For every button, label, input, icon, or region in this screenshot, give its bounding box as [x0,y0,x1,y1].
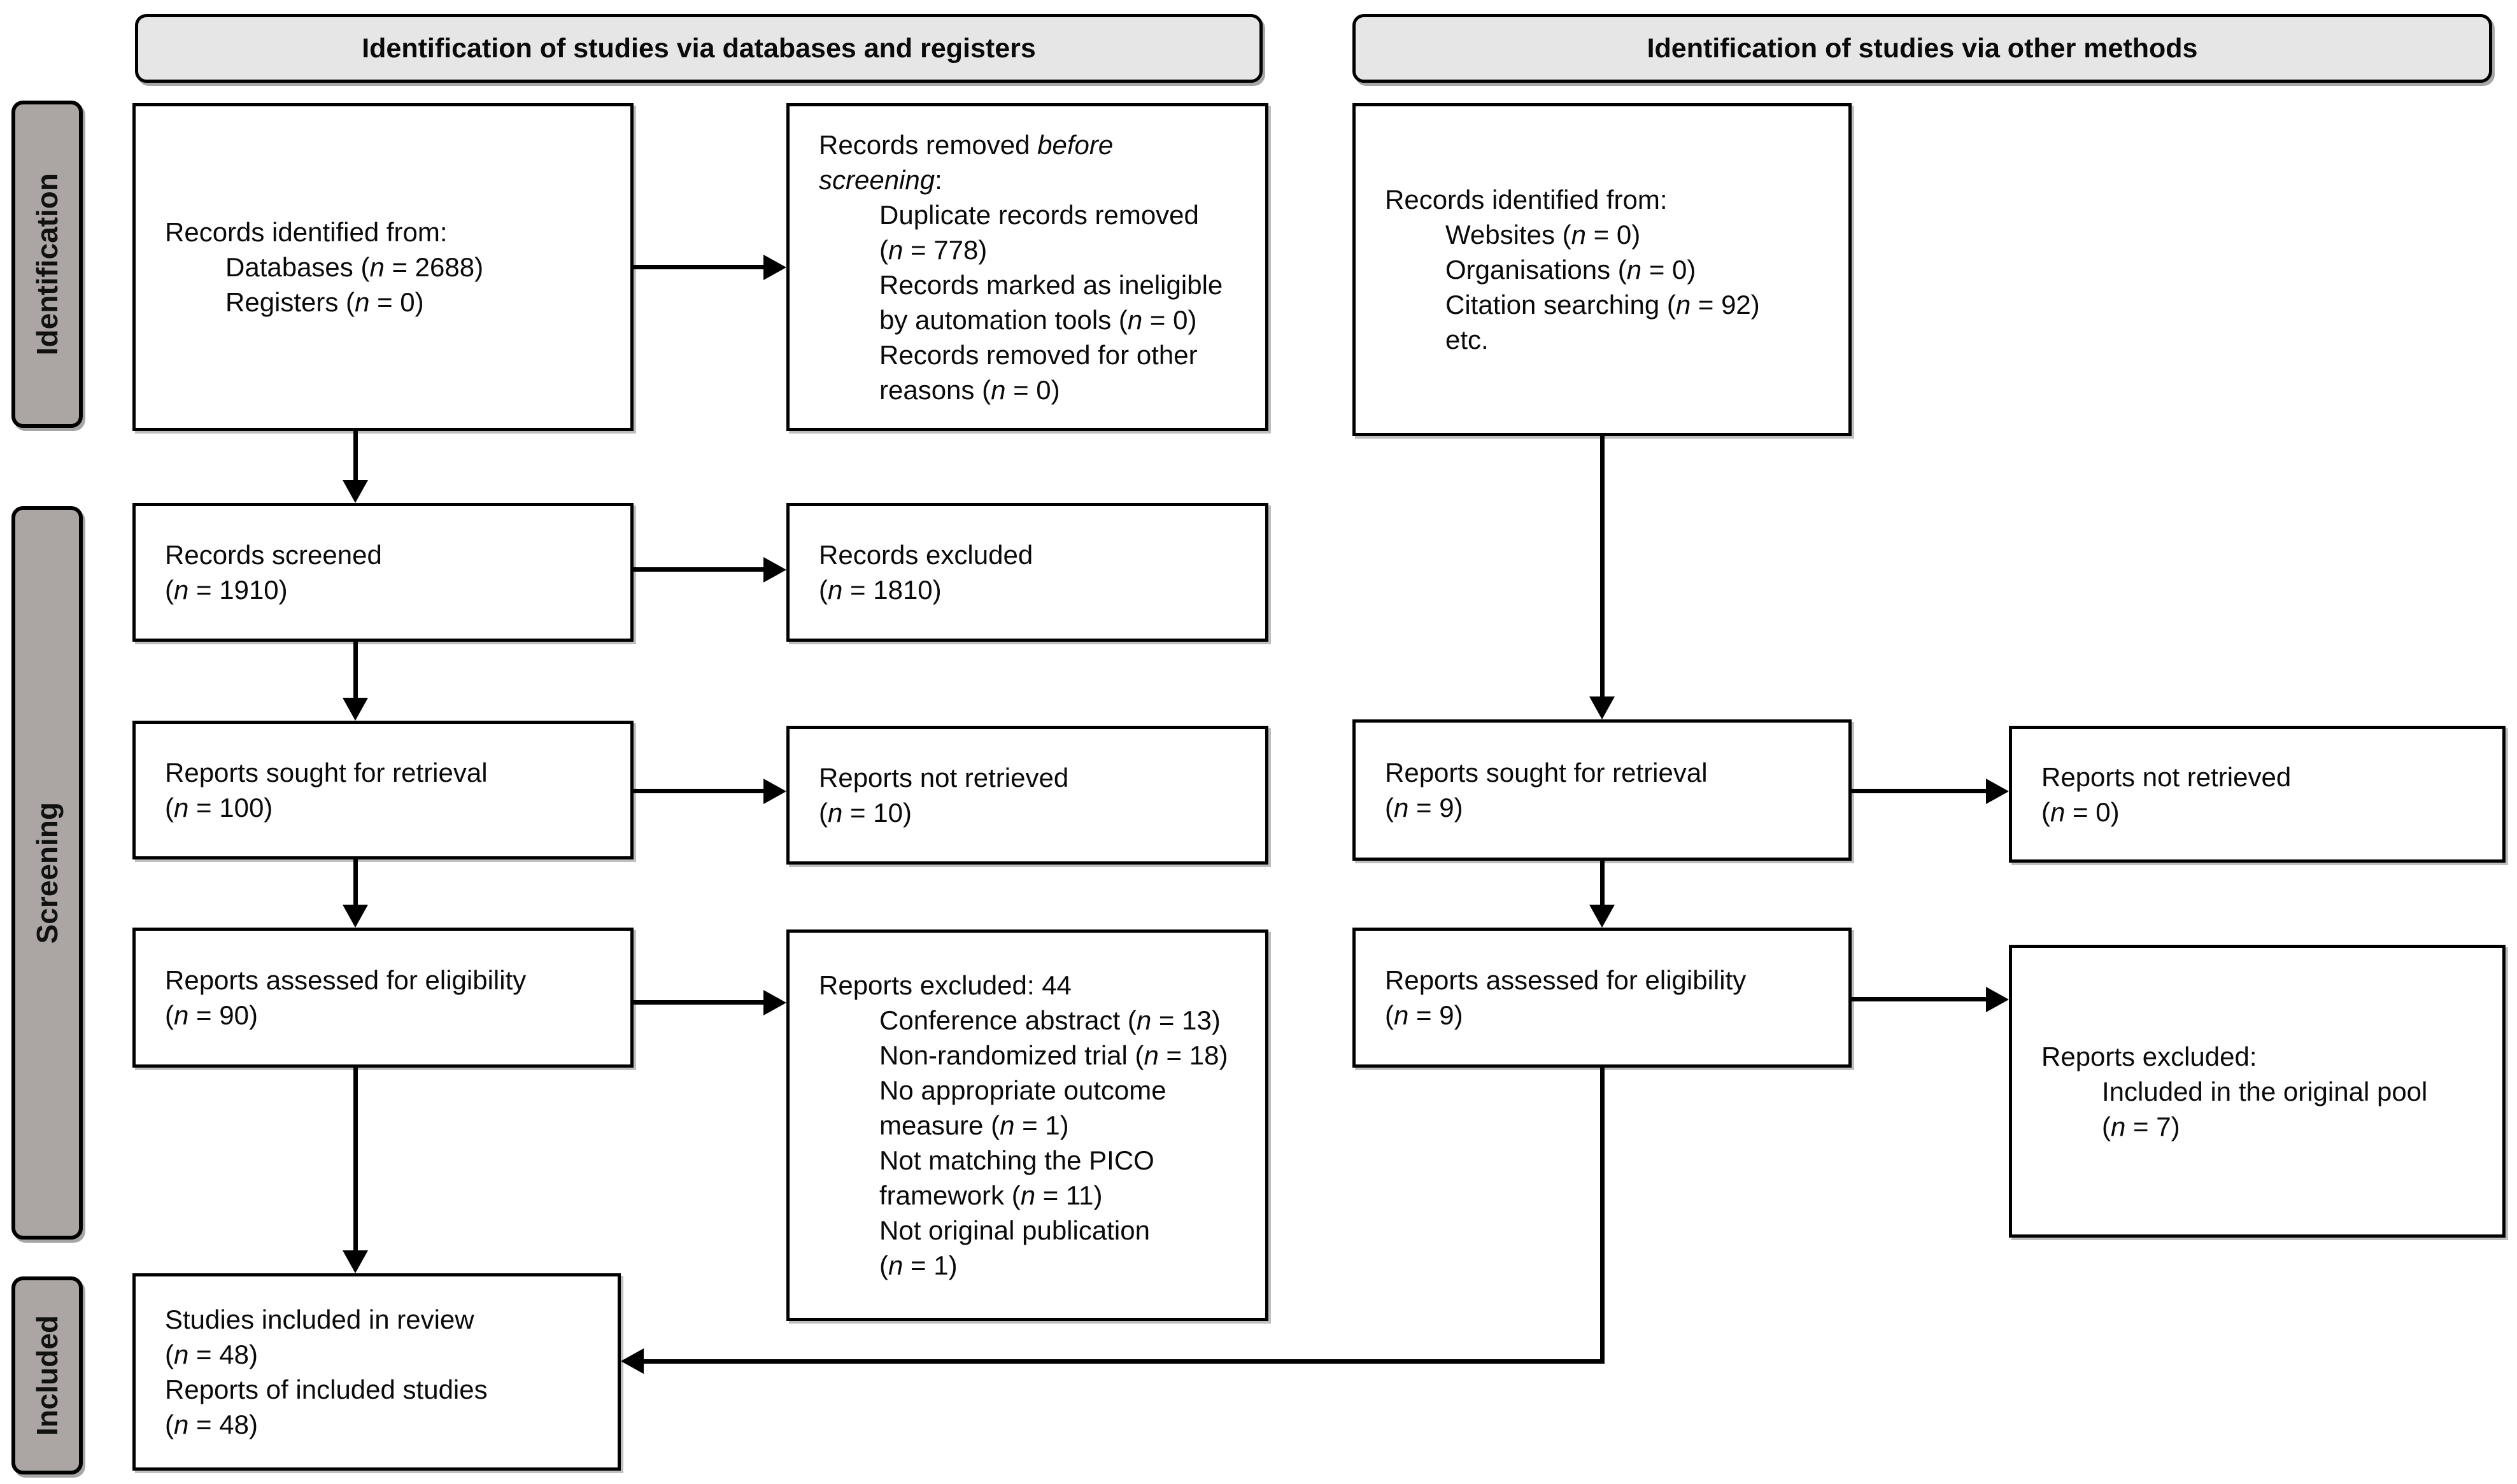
stage-bar-included: Included [11,1276,83,1474]
box-reports-not-retrieved-databases-text: Reports not retrieved(n = 10) [819,763,1069,828]
stage-label-identification: Identification [31,173,64,356]
box-reports-assessed-databases-text: Reports assessed for eligibility(n = 90) [165,965,527,1030]
box-reports-not-retrieved-databases: Reports not retrieved(n = 10) [786,726,1268,865]
banner-databases-and-registers: Identification of studies via databases … [135,14,1263,83]
box-reports-sought-databases-text: Reports sought for retrieval(n = 100) [165,758,488,823]
box-records-screened-text: Records screened(n = 1910) [165,540,382,605]
box-studies-included-text: Studies included in review(n = 48)Report… [165,1304,488,1439]
box-reports-assessed-other: Reports assessed for eligibility(n = 9) [1352,928,1852,1068]
box-records-excluded: Records excluded(n = 1810) [786,503,1268,642]
box-records-identified-other-text: Records identified from:Websites (n = 0)… [1385,185,1760,355]
stage-bar-identification: Identification [11,101,83,428]
stage-label-screening: Screening [31,802,64,944]
box-records-identified-databases-text: Records identified from:Databases (n = 2… [165,217,484,317]
box-reports-excluded-other: Reports excluded:Included in the origina… [2009,945,2506,1238]
banner-other-methods-label: Identification of studies via other meth… [1647,32,2198,64]
banner-databases-and-registers-label: Identification of studies via databases … [362,32,1036,64]
box-reports-assessed-databases: Reports assessed for eligibility(n = 90) [132,928,634,1068]
box-records-screened: Records screened(n = 1910) [132,503,634,642]
box-reports-not-retrieved-other: Reports not retrieved(n = 0) [2009,726,2506,863]
stage-label-included: Included [31,1315,64,1436]
box-reports-sought-other-text: Reports sought for retrieval(n = 9) [1385,758,1708,823]
box-reports-not-retrieved-other-text: Reports not retrieved(n = 0) [2041,761,2292,827]
box-records-excluded-text: Records excluded(n = 1810) [819,540,1033,605]
stage-bar-screening: Screening [11,506,83,1240]
box-reports-sought-other: Reports sought for retrieval(n = 9) [1352,719,1852,861]
box-reports-sought-databases: Reports sought for retrieval(n = 100) [132,721,634,859]
box-records-identified-other: Records identified from:Websites (n = 0)… [1352,103,1852,436]
box-records-identified-databases: Records identified from:Databases (n = 2… [132,103,634,431]
banner-other-methods: Identification of studies via other meth… [1352,14,2492,83]
box-reports-excluded-other-text: Reports excluded:Included in the origina… [2041,1041,2428,1141]
box-studies-included: Studies included in review(n = 48)Report… [132,1273,621,1471]
box-reports-assessed-other-text: Reports assessed for eligibility(n = 9) [1385,965,1747,1030]
